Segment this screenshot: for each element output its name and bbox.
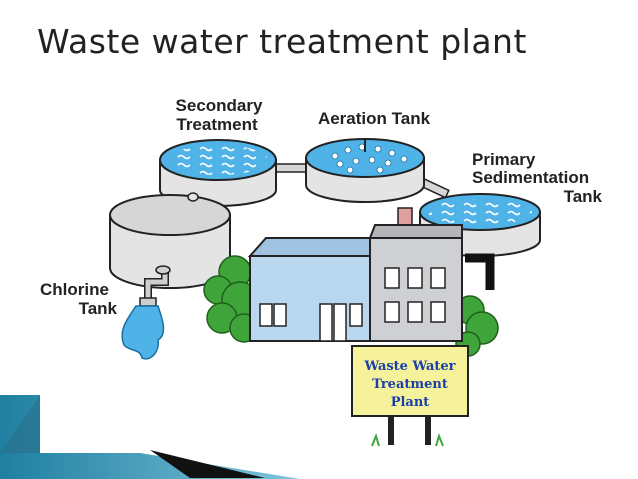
label-chlorine-tank-line-1: Chlorine — [40, 280, 109, 299]
water-outflow — [121, 305, 165, 360]
label-secondary-treatment-line-2: Treatment — [176, 115, 258, 134]
chlorine-tank — [109, 192, 231, 289]
outlet-pipe — [139, 265, 171, 307]
label-primary-sedimentation-line-1: Primary — [472, 150, 536, 169]
sign-line-3: Plant — [391, 395, 430, 410]
sign-line-1: Waste Water — [363, 359, 455, 374]
label-primary-sedimentation-line-2: Sedimentation — [472, 168, 589, 187]
building-left — [247, 237, 376, 342]
drain-pipe — [465, 253, 495, 290]
label-primary-sedimentation-line-3: Tank — [564, 187, 603, 206]
corner-decoration — [0, 395, 300, 479]
sign-line-2: Treatment — [372, 377, 448, 392]
building-right — [368, 207, 463, 342]
label-aeration-tank: Aeration Tank — [318, 109, 431, 128]
aeration-tank — [305, 138, 425, 203]
label-secondary-treatment-line-1: Secondary — [176, 96, 263, 115]
label-chlorine-tank-line-2: Tank — [79, 299, 118, 318]
slide-title: Waste water treatment plant — [37, 22, 527, 61]
sign: Waste Water Treatment Plant — [351, 345, 469, 447]
